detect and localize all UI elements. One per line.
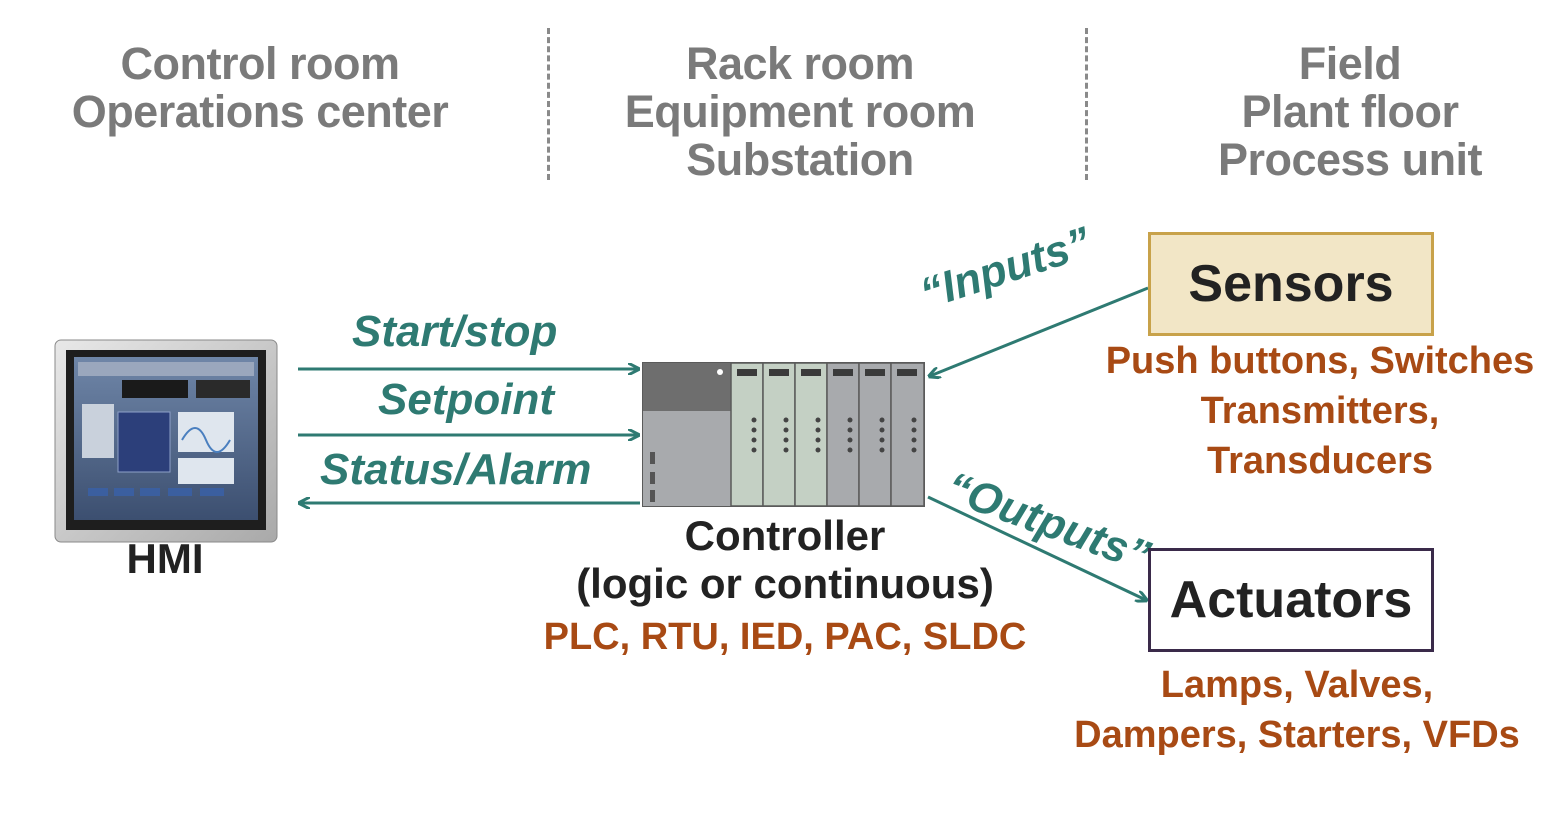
- zone-heading-line: Substation: [686, 134, 914, 185]
- zone-divider: [547, 28, 550, 180]
- zone-heading-line: Process unit: [1217, 134, 1483, 185]
- zone-heading-rack-room: Rack room Equipment room Substation: [590, 40, 1010, 184]
- sensor-example-line: Transducers: [1207, 440, 1433, 482]
- zone-heading-field: Field Plant floor Process unit: [1150, 40, 1550, 184]
- controller-rack-icon: [642, 362, 925, 507]
- zone-heading-line: Plant floor: [1241, 86, 1460, 137]
- actuator-example-line: Dampers, Starters, VFDs: [1074, 714, 1520, 756]
- controller-type: (logic or continuous): [576, 560, 994, 607]
- start-stop-label: Start/stop: [352, 307, 558, 356]
- zone-heading-control-room: Control room Operations center: [40, 40, 480, 136]
- zone-divider: [1085, 28, 1088, 180]
- zone-heading-line: Rack room: [685, 38, 915, 89]
- controller-title: Controller: [684, 512, 886, 559]
- actuators-label: Actuators: [1169, 571, 1413, 629]
- zone-heading-line: Control room: [120, 38, 400, 89]
- status-alarm-label: Status/Alarm: [320, 445, 592, 494]
- sensor-examples: Push buttons, Switches Transmitters, Tra…: [1095, 336, 1545, 486]
- outputs-arrow: [927, 495, 1146, 600]
- zone-heading-line: Equipment room: [624, 86, 976, 137]
- hmi-label: HMI: [126, 535, 204, 582]
- actuators-box: Actuators: [1148, 548, 1434, 652]
- controller-examples: PLC, RTU, IED, PAC, SLDC: [543, 616, 1027, 658]
- zone-heading-line: Field: [1298, 38, 1402, 89]
- inputs-arrow: [930, 286, 1149, 376]
- zone-heading-line: Operations center: [71, 86, 449, 137]
- hmi-panel-icon: [54, 339, 278, 543]
- actuator-examples: Lamps, Valves, Dampers, Starters, VFDs: [1062, 660, 1532, 760]
- sensor-example-line: Transmitters,: [1200, 390, 1440, 432]
- sensors-label: Sensors: [1188, 255, 1394, 313]
- sensor-example-line: Push buttons, Switches: [1105, 340, 1535, 382]
- setpoint-label: Setpoint: [378, 375, 554, 424]
- actuator-example-line: Lamps, Valves,: [1160, 664, 1434, 706]
- sensors-box: Sensors: [1148, 232, 1434, 336]
